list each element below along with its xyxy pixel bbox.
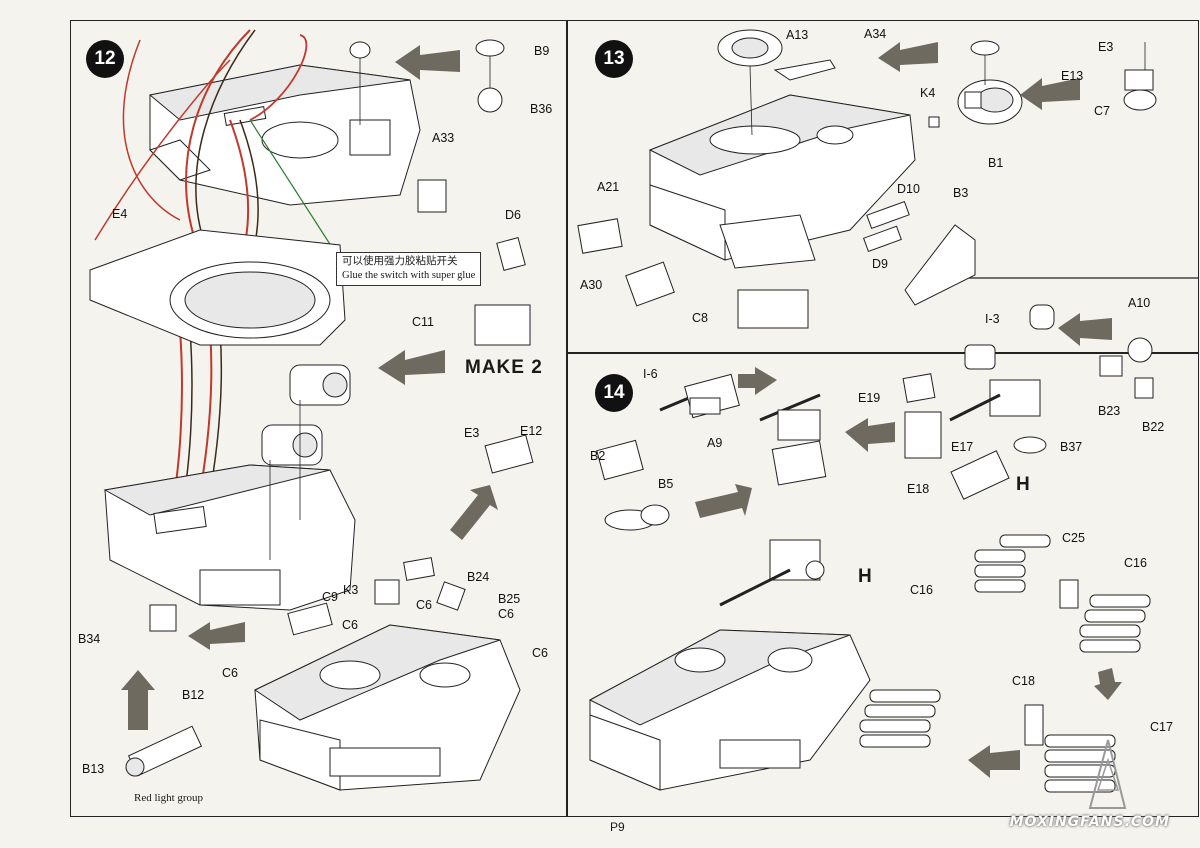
upper-hull-part bbox=[148, 64, 421, 206]
step12-panel bbox=[70, 20, 567, 817]
label-b36: B36 bbox=[530, 102, 553, 116]
label-b9: B9 bbox=[534, 44, 550, 58]
arrows-13 bbox=[878, 42, 1080, 110]
label-a34: A34 bbox=[864, 27, 887, 41]
label-i6: I-6 bbox=[643, 367, 658, 381]
label-c9: C9 bbox=[322, 590, 338, 604]
label-b25: B25 bbox=[498, 592, 521, 606]
e4-plate bbox=[89, 229, 346, 346]
assembled-hull-12 bbox=[253, 557, 521, 791]
step14-panel bbox=[567, 353, 1199, 817]
label-a30: A30 bbox=[580, 278, 603, 292]
label-a10: A10 bbox=[1128, 296, 1151, 310]
label-a13: A13 bbox=[786, 28, 809, 42]
label-b12: B12 bbox=[182, 688, 205, 702]
label-c25: C25 bbox=[1062, 531, 1085, 545]
label-e13: E13 bbox=[1061, 69, 1084, 83]
step13-panel bbox=[567, 20, 1199, 353]
label-a21: A21 bbox=[597, 180, 620, 194]
label-c7: C7 bbox=[1094, 104, 1110, 118]
label-a33: A33 bbox=[432, 131, 455, 145]
label-b23: B23 bbox=[1098, 404, 1121, 418]
hull-13 bbox=[648, 29, 916, 269]
label-c16-a: C16 bbox=[1124, 556, 1147, 570]
label-e12: E12 bbox=[520, 424, 543, 438]
glue-note-en: Glue the switch with super glue bbox=[342, 270, 476, 281]
label-b13: B13 bbox=[82, 762, 105, 776]
watermark-logo bbox=[1088, 739, 1127, 809]
label-c16-b: C16 bbox=[910, 583, 933, 597]
label-k4: K4 bbox=[920, 86, 936, 100]
label-c6-c: C6 bbox=[342, 618, 358, 632]
label-d6: D6 bbox=[505, 208, 521, 222]
lower-hull-part bbox=[103, 464, 356, 611]
label-b2: B2 bbox=[590, 449, 606, 463]
label-b34: B34 bbox=[78, 632, 101, 646]
label-b24: B24 bbox=[467, 570, 490, 584]
label-i3: I-3 bbox=[985, 312, 1000, 326]
hull-14 bbox=[588, 629, 871, 791]
label-e3-13: E3 bbox=[1098, 40, 1114, 54]
label-b5: B5 bbox=[658, 477, 674, 491]
glue-note: 可以使用强力胶粘贴开关 Glue the switch with super g… bbox=[336, 252, 482, 286]
arrows-14 bbox=[695, 313, 1122, 778]
page-number: P9 bbox=[610, 820, 625, 834]
step13-number: 13 bbox=[595, 40, 633, 78]
label-e4: E4 bbox=[112, 207, 128, 221]
label-e3: E3 bbox=[464, 426, 480, 440]
sub-assembly-h-mark: H bbox=[858, 566, 872, 587]
label-c6-e: C6 bbox=[222, 666, 238, 680]
small-parts-12 bbox=[125, 39, 534, 777]
label-d9: D9 bbox=[872, 257, 888, 271]
label-c11: C11 bbox=[412, 315, 435, 329]
small-parts-13 bbox=[577, 40, 1157, 329]
label-e19: E19 bbox=[858, 391, 881, 405]
glue-note-cn: 可以使用强力胶粘贴开关 bbox=[342, 256, 458, 267]
label-d10: D10 bbox=[897, 182, 920, 196]
step12-number: 12 bbox=[86, 40, 124, 78]
guns-14 bbox=[596, 373, 1010, 531]
label-e18: E18 bbox=[907, 482, 930, 496]
label-c6-b: C6 bbox=[498, 607, 514, 621]
rocket-pods-14 bbox=[859, 534, 1151, 793]
turret-14 bbox=[719, 304, 1154, 607]
arrows-12 bbox=[121, 45, 498, 730]
label-b3: B3 bbox=[953, 186, 969, 200]
label-b22: B22 bbox=[1142, 420, 1165, 434]
sub-assembly-h-top: H bbox=[1016, 474, 1030, 495]
label-c18: C18 bbox=[1012, 674, 1035, 688]
label-c6-d: C6 bbox=[532, 646, 548, 660]
make-2-label: MAKE 2 bbox=[465, 357, 543, 378]
sensor-pods bbox=[261, 364, 351, 560]
red-light-label: Red light group bbox=[134, 792, 204, 804]
label-e17: E17 bbox=[951, 440, 974, 454]
label-c6-a: C6 bbox=[416, 598, 432, 612]
label-a9: A9 bbox=[707, 436, 723, 450]
step14-number: 14 bbox=[595, 374, 633, 412]
label-k3: K3 bbox=[343, 583, 359, 597]
label-c8: C8 bbox=[692, 311, 708, 325]
label-b1: B1 bbox=[988, 156, 1004, 170]
watermark-text: MOXINGFANS.COM bbox=[1009, 814, 1170, 830]
label-c17: C17 bbox=[1150, 720, 1173, 734]
label-b37: B37 bbox=[1060, 440, 1083, 454]
